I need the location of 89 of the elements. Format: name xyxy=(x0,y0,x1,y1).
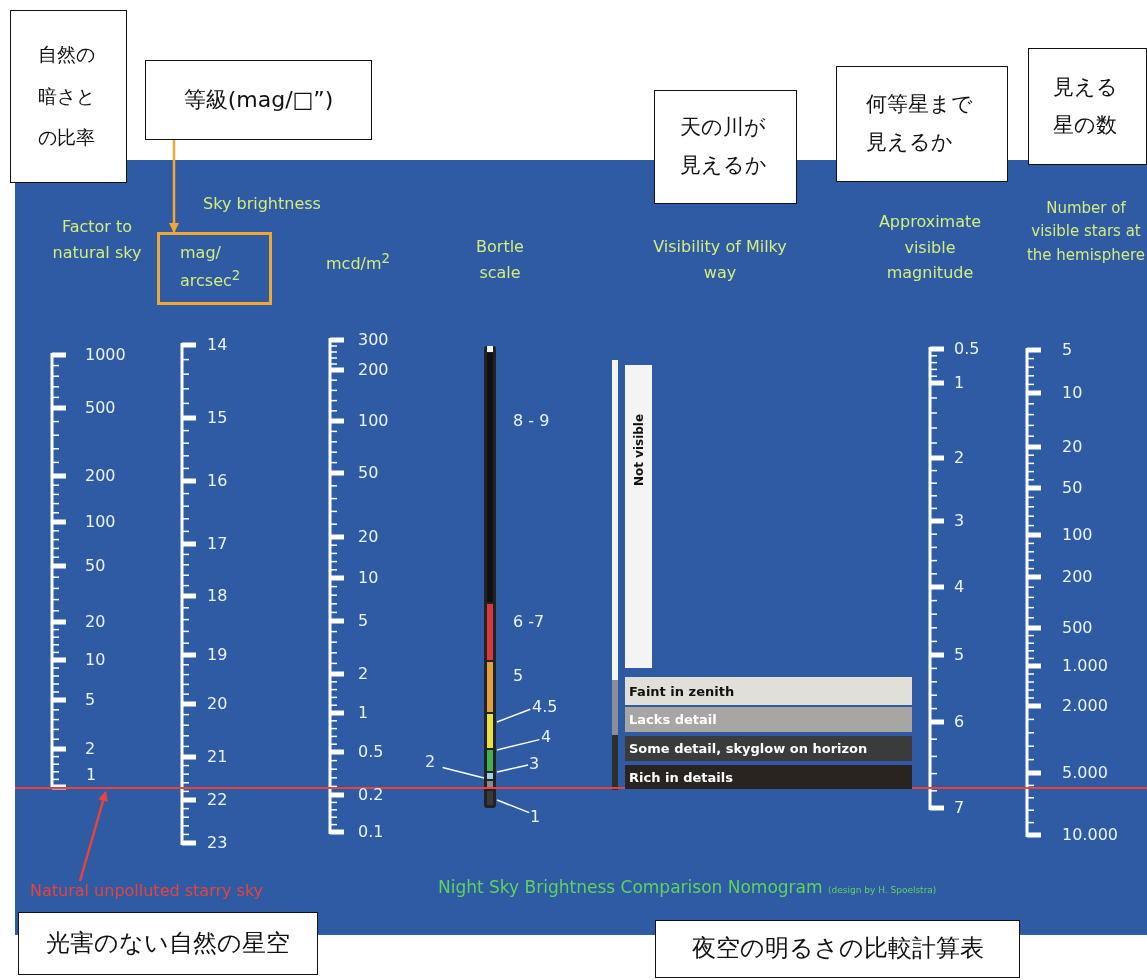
scale-value: 2 xyxy=(85,739,96,759)
scale-value: 10 xyxy=(358,568,379,588)
visibility-band: Lacks detail xyxy=(625,707,912,732)
column-heading: Sky brightness xyxy=(202,193,322,216)
scale-value: 16 xyxy=(207,471,228,491)
scale-value: 10 xyxy=(85,650,106,670)
scale-value: 22 xyxy=(207,790,228,810)
visibility-bar: Not visible xyxy=(625,365,652,668)
annotation-box: 天の川が見えるか xyxy=(654,90,797,204)
scale-value: 2 xyxy=(358,664,369,684)
scale-value: 0.5 xyxy=(954,339,980,359)
scale-value: 100 xyxy=(358,411,389,431)
callout-text: Natural unpolluted starry sky xyxy=(30,881,345,907)
column-heading: mcd/m$^{2}$ xyxy=(325,249,391,275)
scale-value: 5 xyxy=(85,690,96,710)
scale-value: 0.1 xyxy=(358,822,384,842)
scale-value: 50 xyxy=(1062,478,1083,498)
scale-value: 20 xyxy=(207,694,228,714)
credit-note: (design by H. Spoelstra) xyxy=(828,884,937,896)
scale-value: 0.5 xyxy=(358,742,384,762)
bortle-class-label: 4 xyxy=(541,726,557,748)
bortle-class-label: 5 xyxy=(513,666,524,686)
scale-value: 1 xyxy=(358,703,369,723)
bortle-class-label: 2 xyxy=(425,751,441,773)
column-heading: Number of visible stars at the hemisphere xyxy=(1025,198,1146,266)
column-heading: Approximate visible magnitude xyxy=(877,210,983,284)
annotation-box: 何等星まで見えるか xyxy=(836,66,1008,182)
scale-value: 21 xyxy=(207,747,228,767)
scale-value: 20 xyxy=(1062,437,1083,457)
scale-value: 100 xyxy=(85,512,116,532)
scale-value: 10 xyxy=(1062,383,1083,403)
scale-value: 18 xyxy=(207,586,228,606)
scale-value: 1.000 xyxy=(1062,656,1108,676)
scale-value: 100 xyxy=(1062,525,1093,545)
scale-value: 5 xyxy=(1062,340,1073,360)
visibility-band: Some detail, skyglow on horizon xyxy=(625,736,912,761)
scale-value: 5 xyxy=(954,645,965,665)
scale-value: 300 xyxy=(358,330,389,350)
arrow xyxy=(169,140,179,233)
bortle-class-label: 1 xyxy=(530,806,546,828)
annotation-box: 見える星の数 xyxy=(1028,48,1147,165)
scale-value: 7 xyxy=(954,798,965,818)
column-heading: Visibility of Milky way xyxy=(652,236,788,284)
scale-value: 2 xyxy=(954,448,965,468)
bortle-class-label: 6 -7 xyxy=(513,612,545,632)
scale-value: 1000 xyxy=(85,345,126,365)
leader-line xyxy=(496,799,530,814)
annotation-box: 夜空の明るさの比較計算表 xyxy=(655,920,1020,978)
scale-value: 5 xyxy=(358,611,369,631)
scale-value: 20 xyxy=(85,612,106,632)
scale-value: 20 xyxy=(358,527,379,547)
scale-value: 500 xyxy=(1062,618,1093,638)
scale-value: 0.2 xyxy=(358,785,384,805)
scale-value: 4 xyxy=(954,577,965,597)
scale-value: 17 xyxy=(207,534,228,554)
annotation-box: 光害のない自然の星空 xyxy=(18,912,318,975)
scale-value: 2.000 xyxy=(1062,696,1108,716)
scale-value: 5.000 xyxy=(1062,763,1108,783)
bortle-class-label: 3 xyxy=(529,753,547,775)
scale-value: 19 xyxy=(207,645,228,665)
scale-value: 500 xyxy=(85,398,116,418)
arrow xyxy=(78,791,108,882)
scale-value: 15 xyxy=(207,408,228,428)
bortle-class-label: 8 - 9 xyxy=(513,411,550,431)
scale-value: 200 xyxy=(358,360,389,380)
highlight-box: mag/ arcsec$^{2}$ xyxy=(157,232,272,305)
scale-value: 200 xyxy=(1062,567,1093,587)
column-heading: Factor to natural sky xyxy=(51,216,143,264)
scale-value: 50 xyxy=(85,556,106,576)
scale-value: 200 xyxy=(85,466,116,486)
leader-line xyxy=(496,764,529,773)
visibility-band: Faint in zenith xyxy=(625,677,912,705)
scale-value: 3 xyxy=(954,511,965,531)
leader-line xyxy=(441,766,485,779)
scale-value: 6 xyxy=(954,712,965,732)
bortle-class-label: 4.5 xyxy=(532,696,566,718)
annotation-box: 等級(mag/□”) xyxy=(145,60,372,140)
scale-value: 1 xyxy=(86,764,100,784)
scale-value: 1 xyxy=(954,373,965,393)
scale-value: 50 xyxy=(358,463,379,483)
column-heading: Bortle scale xyxy=(475,236,525,284)
nomogram-title: Night Sky Brightness Comparison Nomogram xyxy=(438,878,823,898)
scale-value: 23 xyxy=(207,833,228,853)
leader-line xyxy=(496,738,541,751)
annotation-box: 自然の暗さとの比率 xyxy=(10,10,127,183)
leader-line xyxy=(496,708,532,723)
visibility-band: Rich in details xyxy=(625,765,912,789)
scale-value: 14 xyxy=(207,335,228,355)
scale-value: 10.000 xyxy=(1062,825,1118,845)
